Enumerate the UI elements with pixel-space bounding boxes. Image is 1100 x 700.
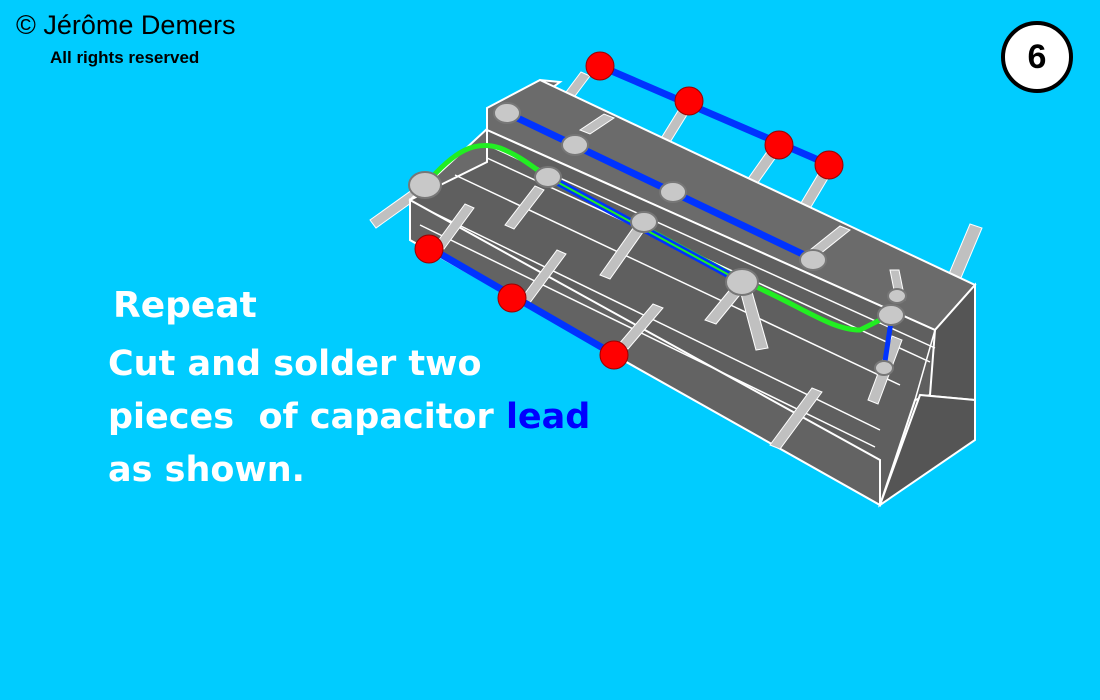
joint [408,171,442,199]
solder-point [585,51,615,81]
joint [887,288,907,304]
solder-point [497,283,527,313]
front-legs [434,113,906,450]
joint [725,268,759,296]
solder-point [599,340,629,370]
instruction-line-2-text: pieces of capacitor [108,397,506,437]
red-solder-points [414,51,844,370]
copyright-notice: © Jérôme Demers [16,10,236,40]
instruction-text: Cut and solder two pieces of capacitor l… [108,338,590,497]
gray-joints [408,102,907,376]
repeat-heading: Repeat [113,285,257,326]
lead-highlight: lead [505,397,591,437]
joint [877,304,905,326]
solder-point [814,150,844,180]
joint [659,181,687,203]
joint [534,166,562,188]
joint [561,134,589,156]
solder-point [674,86,704,116]
joint [874,360,894,376]
instruction-line-1: Cut and solder two [108,344,482,384]
step-number-badge: 6 [1001,21,1073,93]
solder-point [764,130,794,160]
instruction-line-2: pieces of capacitor lead [108,391,590,444]
instruction-line-3: as shown. [108,450,305,490]
solder-point [414,234,444,264]
joint [493,102,521,124]
joint [799,249,827,271]
joint [630,211,658,233]
rights-notice: All rights reserved [50,48,200,67]
